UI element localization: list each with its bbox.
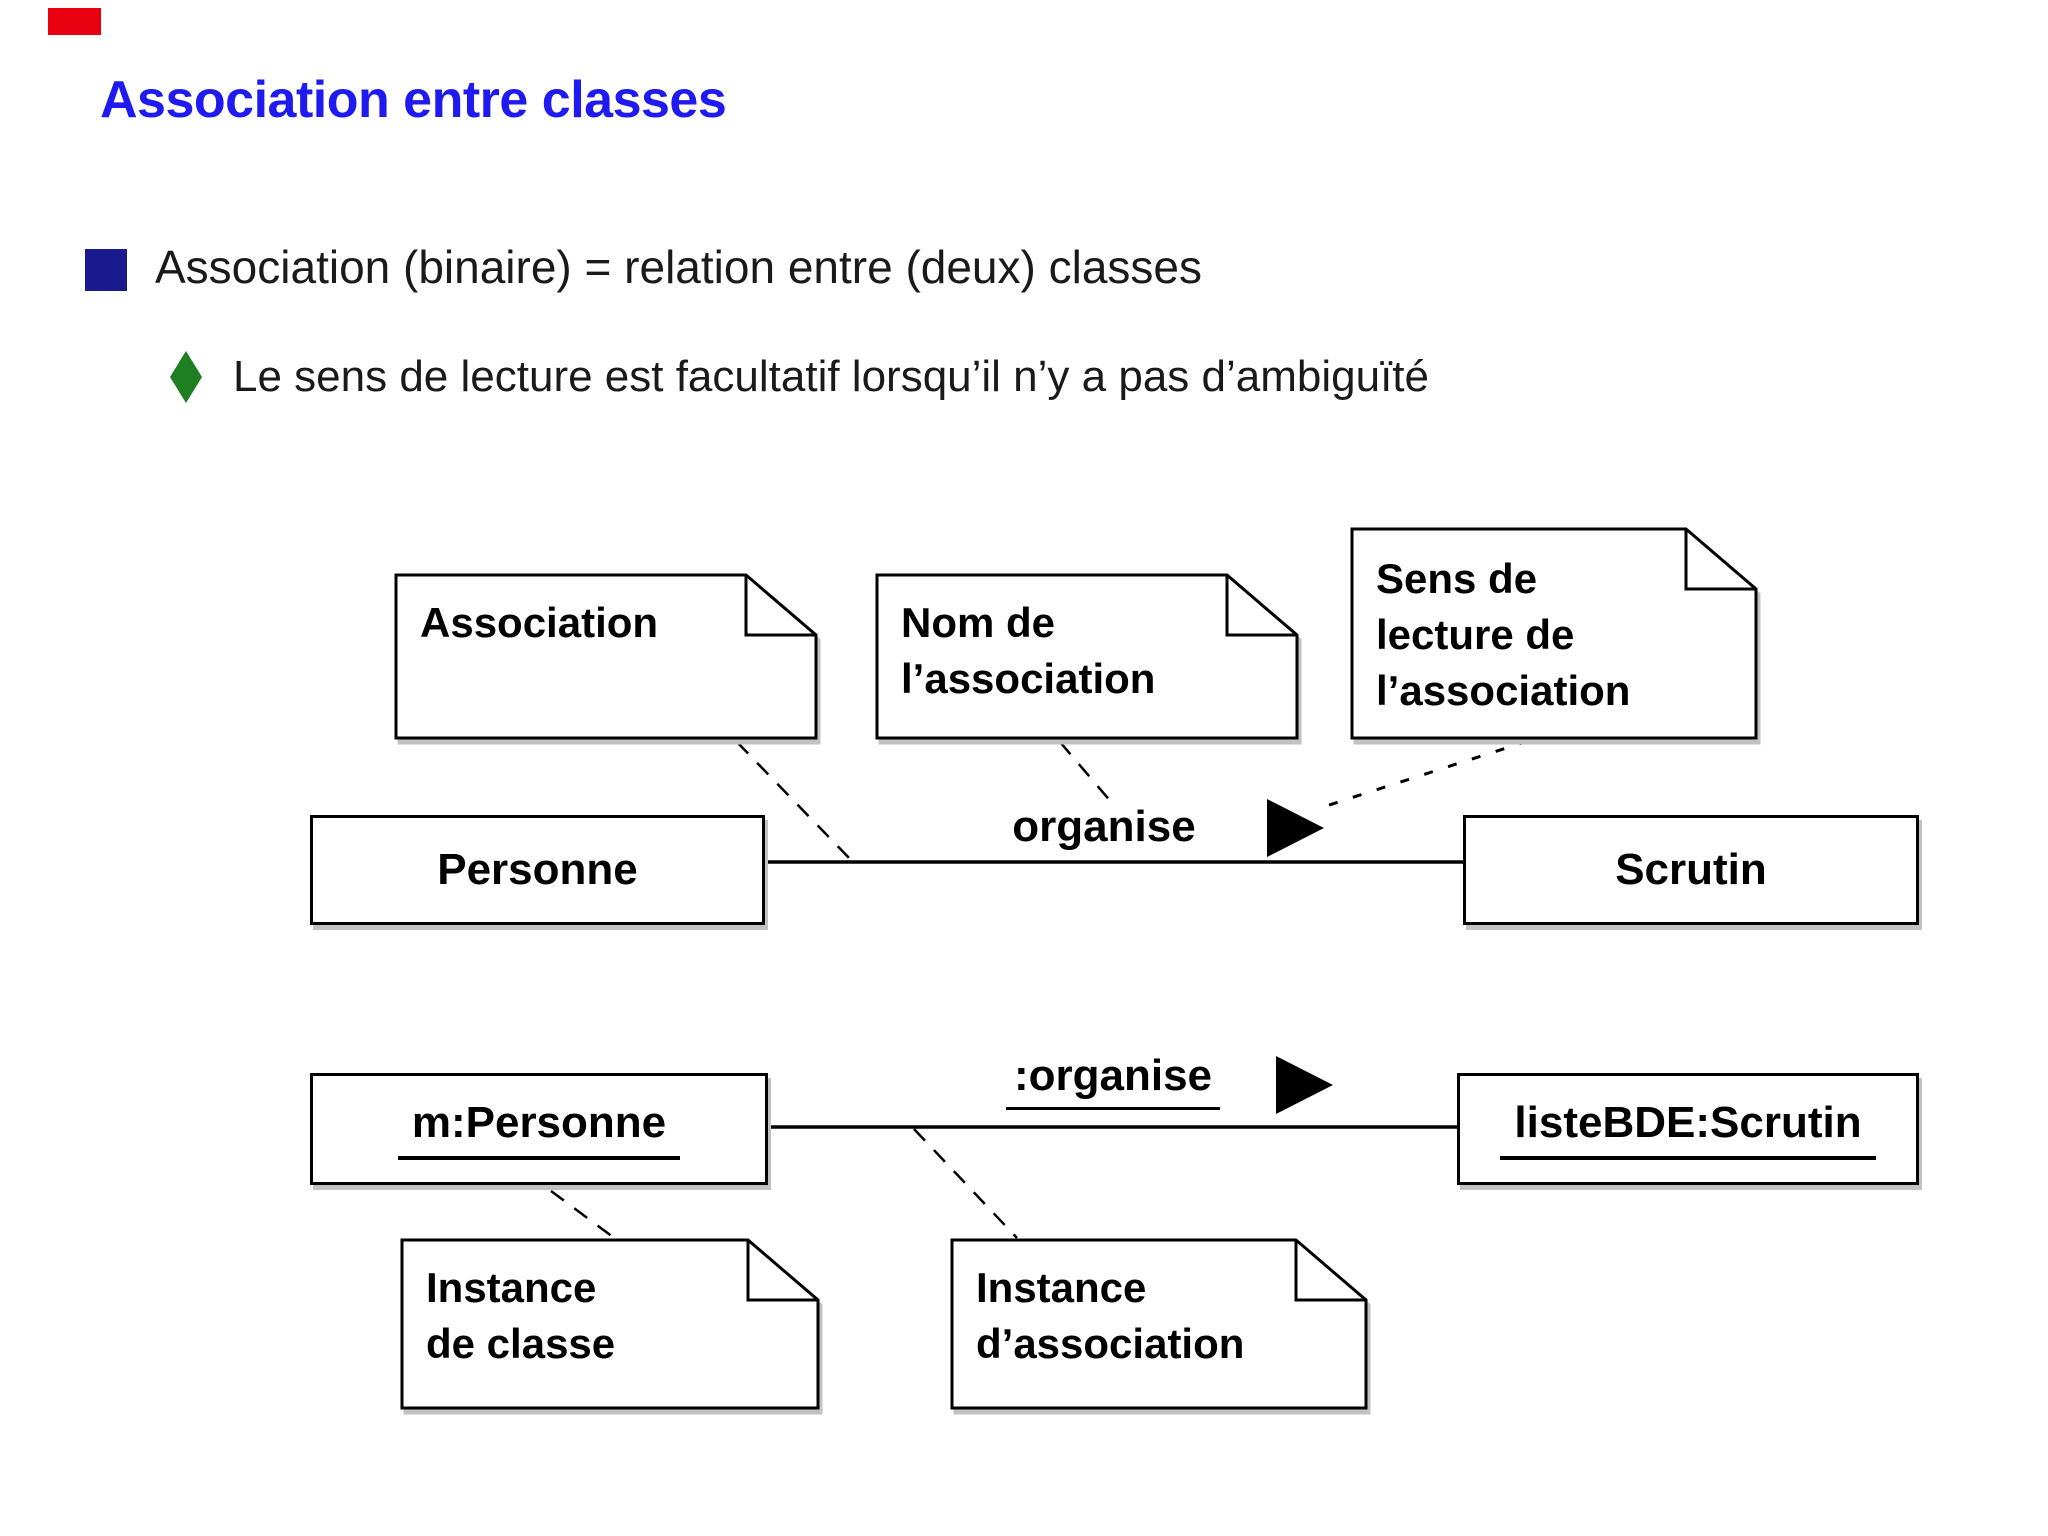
association-label-upper: organise [1012,802,1196,851]
note-instance-association: Instance d’association [950,1238,1368,1410]
note-line: Nom de [901,599,1056,646]
diamond-bullet-icon [170,351,202,403]
note-nom-association: Nom de l’association [875,573,1299,740]
note-shape-icon [400,1238,820,1410]
note-line: l’association [901,655,1156,702]
object-name: listeBDE:Scrutin [1500,1098,1876,1160]
note-text: Association [394,573,818,651]
note-shape-icon [950,1238,1368,1410]
note-shape-icon [875,573,1299,740]
class-name: Personne [437,845,638,894]
sub-bullet-text: Le sens de lecture est facultatif lorsqu… [233,352,1429,401]
reading-direction-arrow-lower [1276,1056,1333,1114]
note-text: Sens de lecture de l’association [1350,527,1758,719]
note-link-nom [1059,741,1113,804]
bullet-square-icon [85,249,127,291]
note-text: Nom de l’association [875,573,1299,707]
note-instance-classe: Instance de classe [400,1238,820,1410]
page-title: Association entre classes [100,71,727,129]
note-line: d’association [976,1320,1245,1367]
object-name: m:Personne [397,1098,681,1160]
link-label-text: :organise [1005,1051,1221,1110]
note-line: Sens de [1376,555,1538,602]
bullet-text: Association (binaire) = relation entre (… [155,241,1202,293]
note-line: lecture de [1376,611,1575,658]
association-label-lower: :organise [963,1051,1263,1110]
red-marker [48,8,101,35]
note-text: Instance d’association [950,1238,1368,1372]
note-shape-icon [1350,527,1758,740]
note-association: Association [394,573,818,740]
object-box-m-personne: m:Personne [310,1073,768,1185]
note-sens-lecture: Sens de lecture de l’association [1350,527,1758,740]
note-line: de classe [426,1320,616,1367]
note-shape-icon [394,573,818,740]
note-line: Instance [426,1264,597,1311]
note-link-instance-classe [550,1189,618,1242]
reading-direction-arrow-upper [1267,799,1324,857]
note-link-sens [1325,739,1529,808]
note-line: Instance [976,1264,1147,1311]
note-text: Instance de classe [400,1238,820,1372]
object-box-listebde-scrutin: listeBDE:Scrutin [1457,1073,1919,1185]
note-line: l’association [1376,667,1631,714]
note-line: Association [420,599,659,646]
note-link-instance-association [913,1128,1018,1239]
class-box-scrutin: Scrutin [1463,815,1919,925]
class-box-personne: Personne [310,815,765,925]
class-name: Scrutin [1615,845,1767,894]
